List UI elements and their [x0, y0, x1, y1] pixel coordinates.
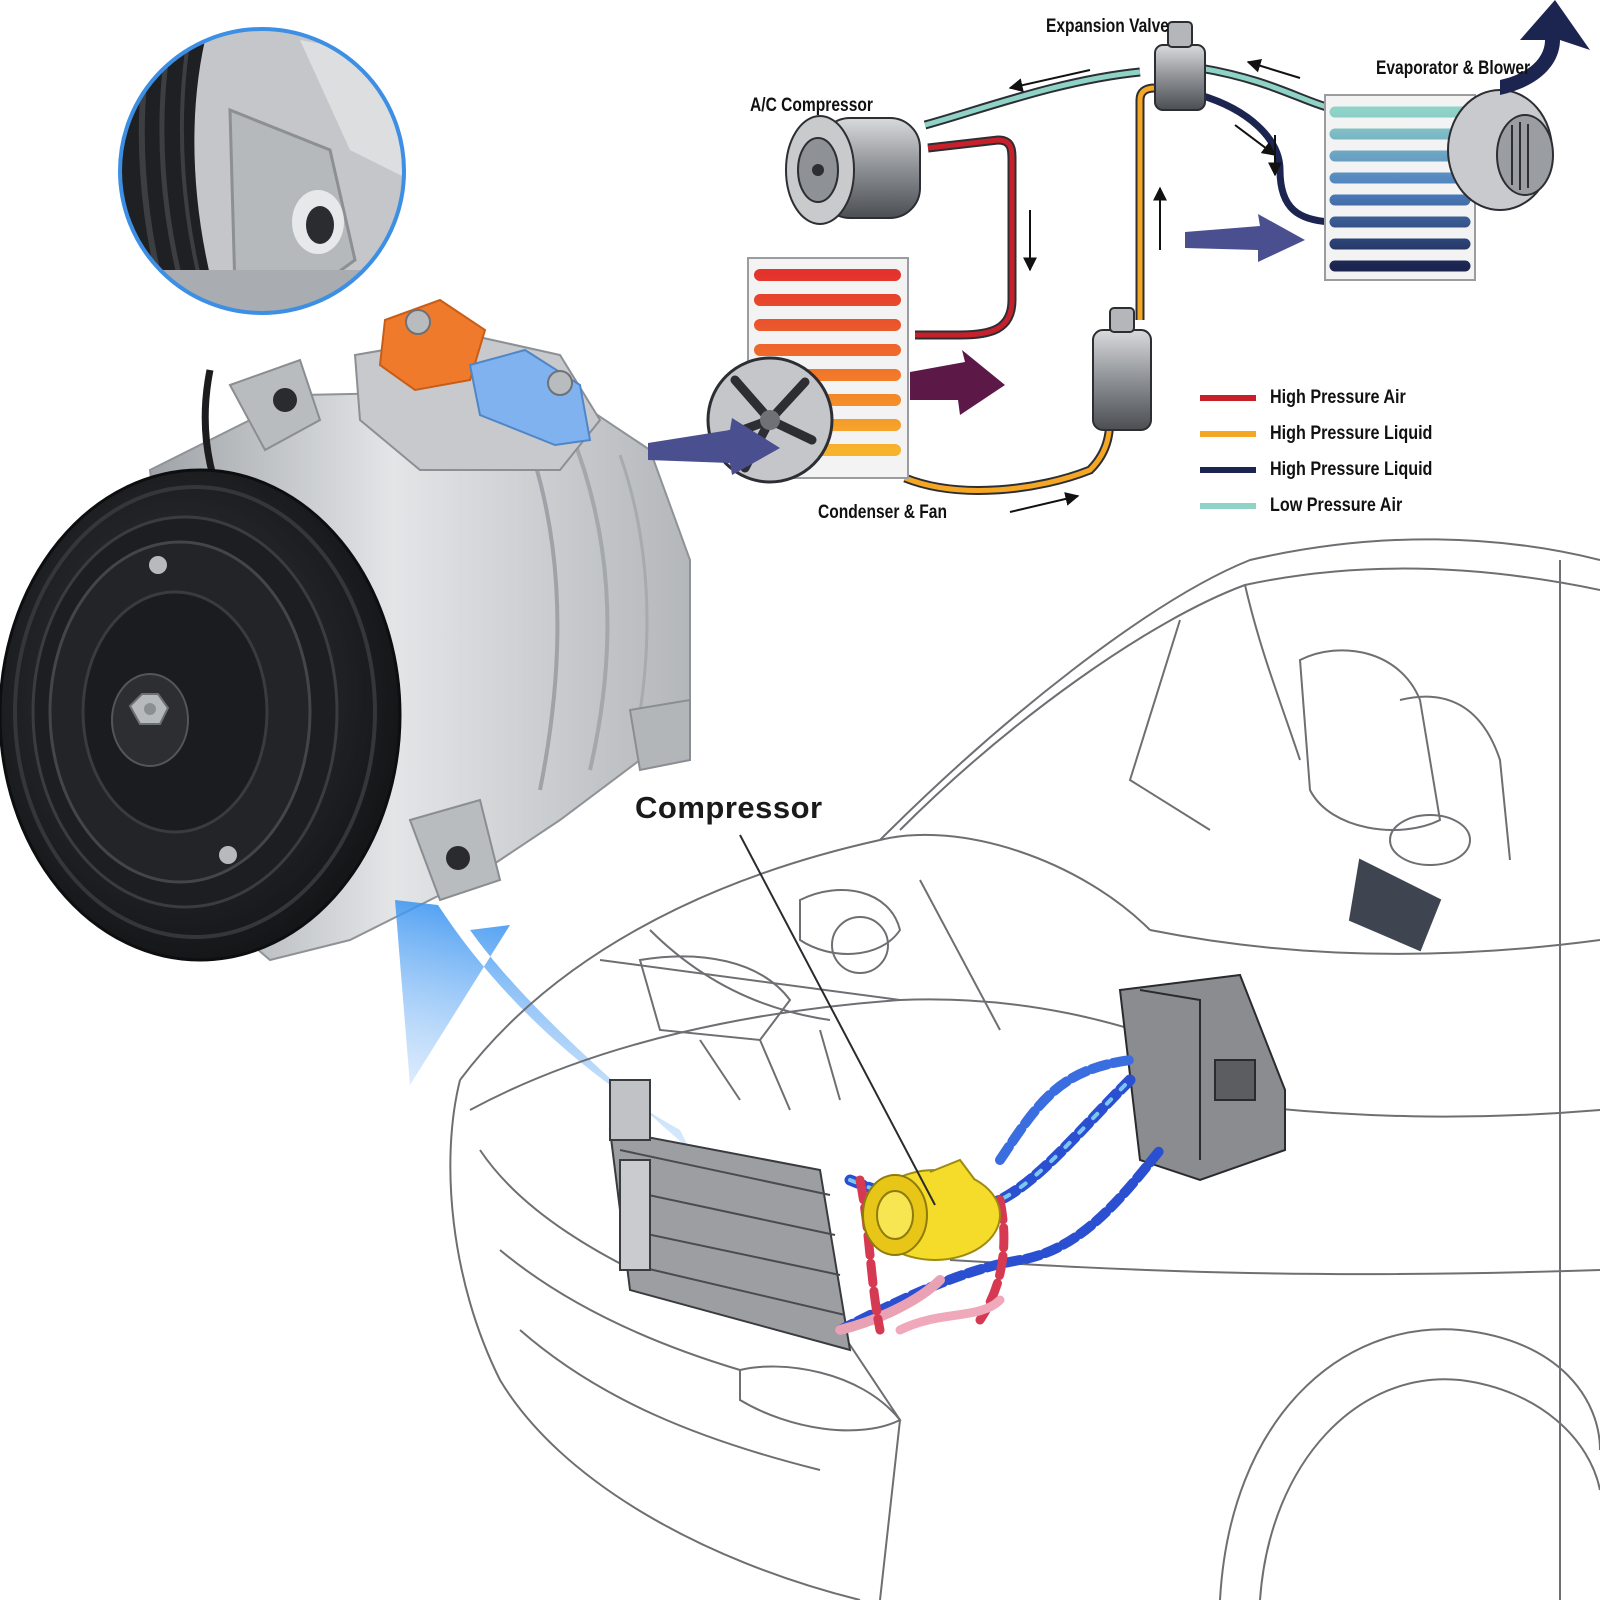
zoom-detail-circle: [118, 27, 406, 315]
car-compressor-highlight: [862, 1158, 1001, 1261]
cold-air-out-arrow: [1500, 0, 1590, 95]
legend-swatch: [1200, 395, 1256, 401]
receiver-drier-part: [1092, 307, 1152, 431]
evaporator-blower-label: Evaporator & Blower: [1376, 58, 1531, 79]
air-intake-arrow: [648, 418, 780, 475]
legend-item-high-pressure-air: High Pressure Air: [1200, 380, 1480, 416]
legend-swatch: [1200, 431, 1256, 437]
car-condenser: [608, 1079, 852, 1352]
car-evaporator-box: [1118, 973, 1286, 1182]
expansion-valve-part: [1154, 21, 1206, 111]
expansion-valve-label: Expansion Valve: [1046, 16, 1169, 37]
condenser-part: [706, 257, 909, 484]
legend-label: High Pressure Liquid: [1270, 423, 1433, 444]
refrigeration-cycle-diagram: [648, 0, 1590, 513]
compressor-photo: [0, 298, 691, 962]
condenser-fan-label: Condenser & Fan: [818, 502, 947, 523]
legend-label: High Pressure Air: [1270, 387, 1406, 408]
legend-label: High Pressure Liquid: [1270, 459, 1433, 480]
legend-item-high-pressure-liquid-navy: High Pressure Liquid: [1200, 452, 1480, 488]
legend-swatch: [1200, 503, 1256, 509]
legend-item-high-pressure-liquid-orange: High Pressure Liquid: [1200, 416, 1480, 452]
legend-swatch: [1200, 467, 1256, 473]
pressure-legend: High Pressure Air High Pressure Liquid H…: [1200, 380, 1480, 524]
ac-compressor-label: A/C Compressor: [750, 95, 873, 116]
evaporator-intake-arrow: [1185, 214, 1305, 262]
hot-air-arrow: [910, 350, 1005, 415]
compressor-label: Compressor: [635, 790, 823, 825]
evaporator-part: [1324, 89, 1554, 281]
compressor-callout-line: [739, 834, 936, 1206]
small-ac-compressor: [785, 115, 921, 225]
legend-item-low-pressure-air: Low Pressure Air: [1200, 488, 1480, 524]
legend-label: Low Pressure Air: [1270, 495, 1403, 516]
